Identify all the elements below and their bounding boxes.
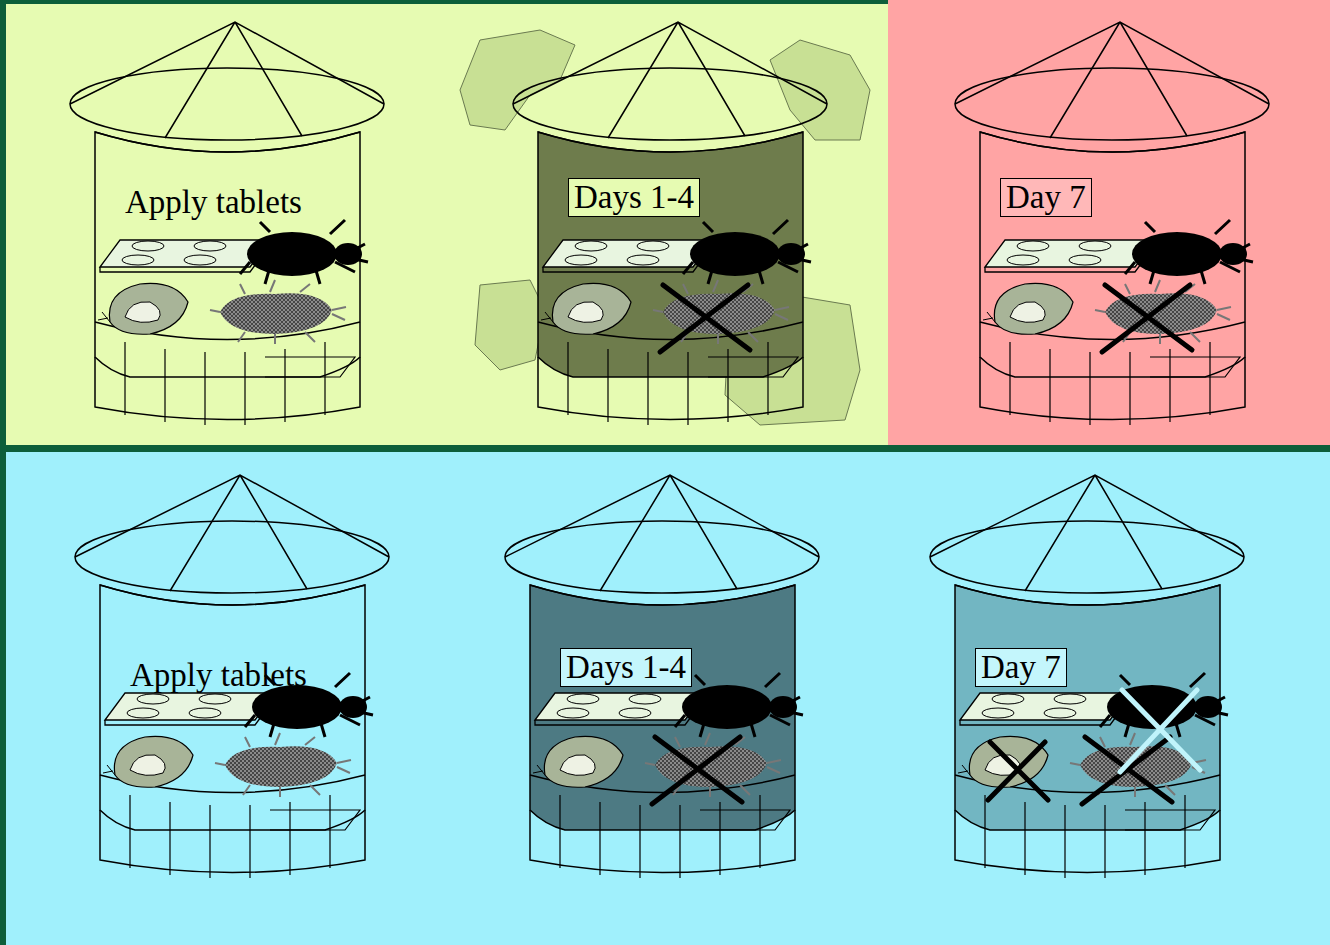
stage-label: Days 1-4 bbox=[560, 648, 692, 687]
stage-label: Days 1-4 bbox=[568, 178, 700, 217]
grain-bin: Apply tablets bbox=[75, 475, 395, 875]
grain-bin: Apply tablets bbox=[70, 22, 390, 422]
stage-label: Day 7 bbox=[1000, 178, 1092, 217]
stage-label: Apply tablets bbox=[125, 185, 302, 220]
stage-label: Day 7 bbox=[975, 648, 1067, 687]
kill-marks bbox=[652, 285, 1200, 804]
grain-bin: Days 1-4 bbox=[505, 475, 825, 875]
grain-bins bbox=[70, 22, 1269, 878]
grain-bin: Day 7 bbox=[930, 475, 1250, 875]
stage-label: Apply tablets bbox=[130, 658, 307, 693]
grain-bin: Day 7 bbox=[955, 22, 1275, 422]
bin-contents bbox=[98, 220, 1253, 797]
grain-bin: Days 1-4 bbox=[513, 22, 833, 422]
